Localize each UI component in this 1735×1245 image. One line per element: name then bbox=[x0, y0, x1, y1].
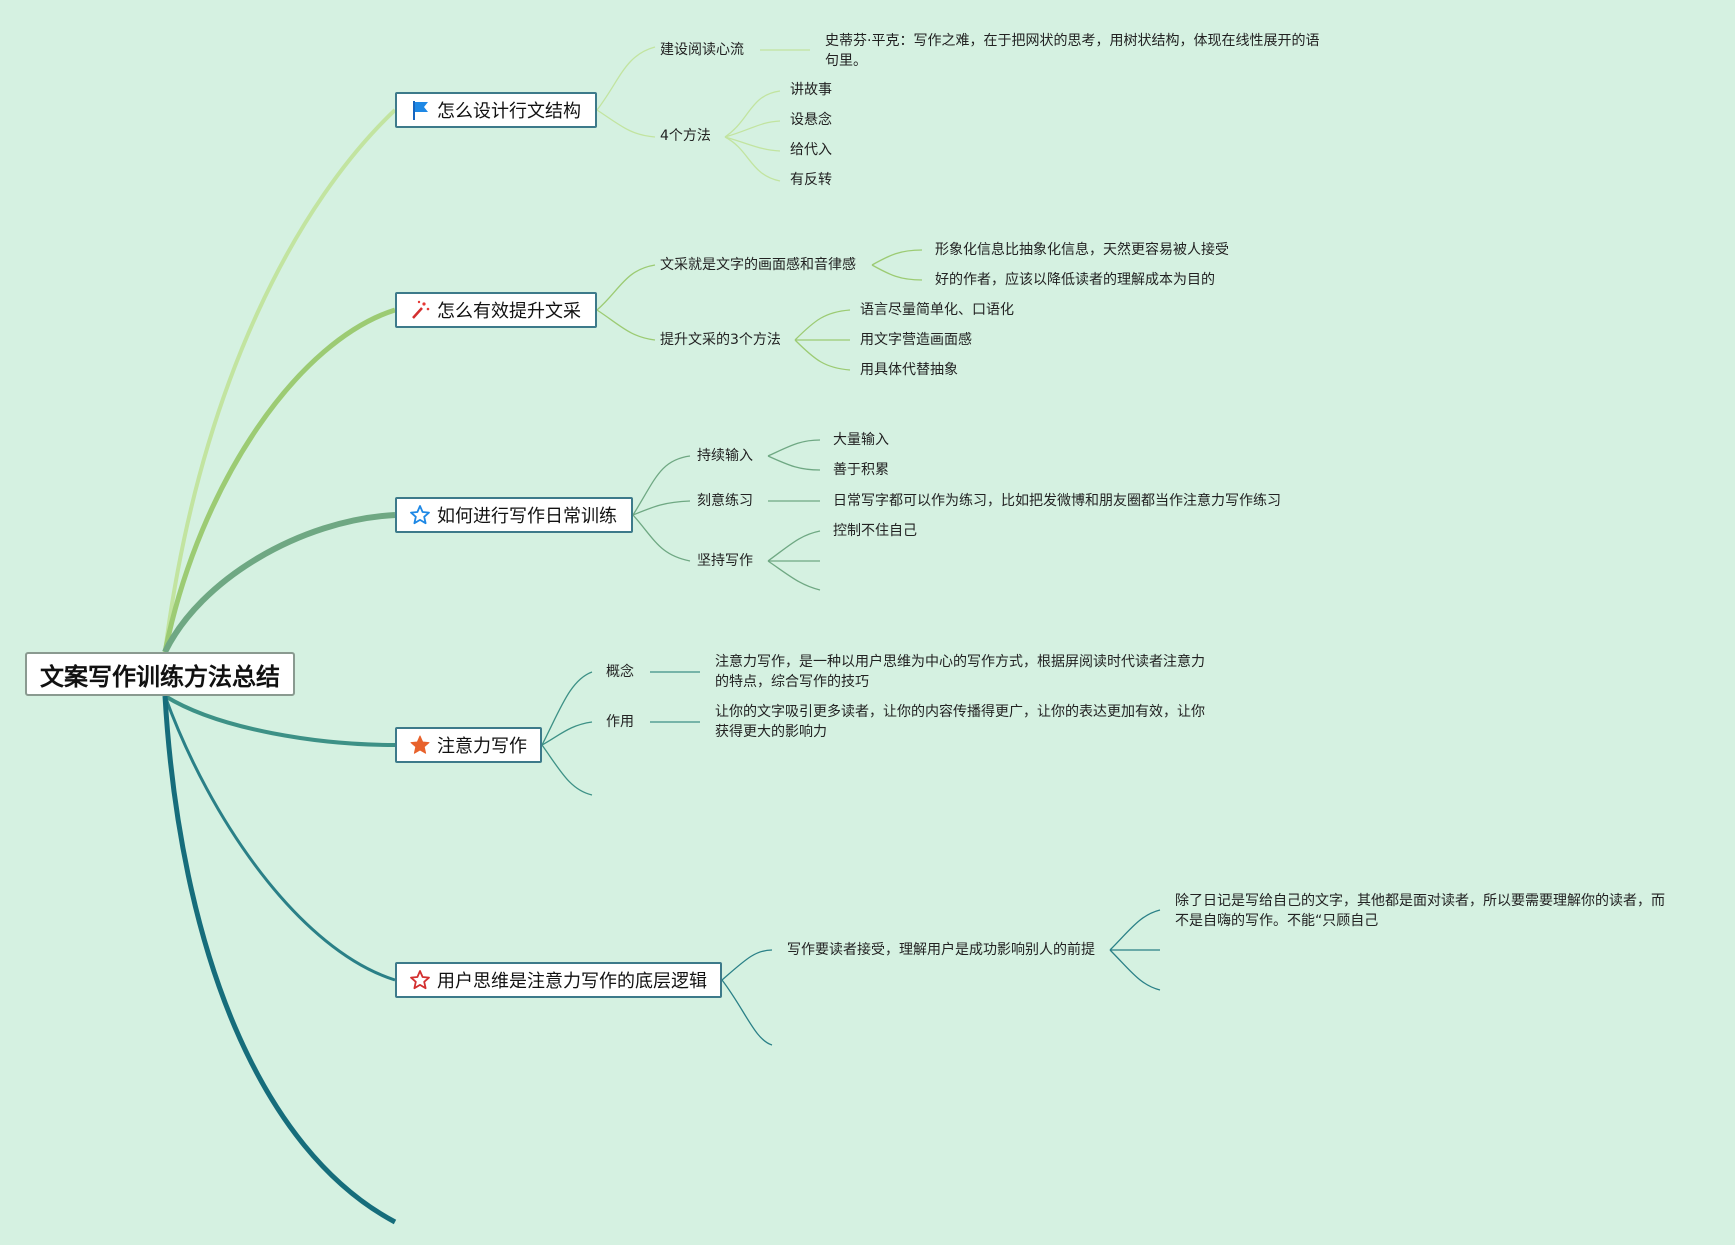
topic-good-author[interactable]: 好的作者，应该以降低读者的理解成本为目的 bbox=[935, 272, 1215, 288]
branch-label: 用户思维是注意力写作的底层逻辑 bbox=[437, 971, 707, 992]
topic-keep-writing[interactable]: 坚持写作 bbox=[697, 553, 753, 569]
topic-simple-language[interactable]: 语言尽量简单化、口语化 bbox=[860, 302, 1014, 318]
topic-daily-writing[interactable]: 日常写字都可以作为练习，比如把发微博和朋友圈都当作注意力写作练习 bbox=[833, 493, 1281, 509]
topic-effect[interactable]: 作用 bbox=[606, 714, 634, 730]
topic-immersion[interactable]: 给代入 bbox=[790, 142, 832, 158]
topic-concept-text[interactable]: 注意力写作，是一种以用户思维为中心的写作方式，根据屏阅读时代读者注意力的特点，综… bbox=[715, 654, 1205, 690]
topic-concrete[interactable]: 用具体代替抽象 bbox=[860, 362, 958, 378]
branch-literary-style[interactable]: 怎么有效提升文采 bbox=[395, 292, 597, 328]
flag-icon bbox=[413, 101, 428, 120]
topic-pinker-quote[interactable]: 史蒂芬·平克：写作之难，在于把网状的思考，用树状结构，体现在线性展开的语句里。 bbox=[825, 33, 1320, 69]
topic-concept[interactable]: 概念 bbox=[606, 664, 634, 680]
branch-label: 怎么有效提升文采 bbox=[437, 301, 581, 322]
topic-deliberate-practice[interactable]: 刻意练习 bbox=[697, 493, 753, 509]
branch-label: 如何进行写作日常训练 bbox=[437, 506, 617, 527]
topic-reader-understanding[interactable]: 除了日记是写给自己的文字，其他都是面对读者，所以要需要理解你的读者，而不是自嗨的… bbox=[1175, 893, 1665, 929]
topic-self-control[interactable]: 控制不住自己 bbox=[833, 523, 917, 539]
star-red-outline-icon bbox=[410, 970, 430, 990]
topic-accumulate[interactable]: 善于积累 bbox=[833, 462, 889, 478]
magic-wand-icon bbox=[412, 300, 430, 319]
star-outline-icon bbox=[410, 505, 430, 525]
branch-label: 怎么设计行文结构 bbox=[437, 101, 581, 122]
branch-attention-writing[interactable]: 注意力写作 bbox=[395, 727, 542, 763]
connector-root-b5 bbox=[163, 695, 396, 982]
topic-three-methods[interactable]: 提升文采的3个方法 bbox=[660, 332, 781, 348]
topic-four-methods[interactable]: 4个方法 bbox=[660, 128, 711, 144]
branch-user-thinking[interactable]: 用户思维是注意力写作的底层逻辑 bbox=[395, 962, 722, 998]
branch-daily-training[interactable]: 如何进行写作日常训练 bbox=[395, 497, 633, 533]
star-filled-icon bbox=[410, 735, 430, 754]
root-topic[interactable]: 文案写作训练方法总结 bbox=[25, 652, 295, 696]
topic-continuous-input[interactable]: 持续输入 bbox=[697, 448, 753, 464]
topic-imagery[interactable]: 用文字营造画面感 bbox=[860, 332, 972, 348]
connector-root-b1 bbox=[163, 108, 397, 653]
topic-effect-text[interactable]: 让你的文字吸引更多读者，让你的内容传播得更广，让你的表达更加有效，让你获得更大的… bbox=[715, 704, 1205, 740]
topic-suspense[interactable]: 设悬念 bbox=[790, 112, 832, 128]
topic-visual-info[interactable]: 形象化信息比抽象化信息，天然更容易被人接受 bbox=[935, 242, 1229, 258]
connector-root-b3 bbox=[162, 512, 396, 654]
connector-root-b2 bbox=[162, 307, 396, 653]
topic-twist[interactable]: 有反转 bbox=[790, 172, 832, 188]
topic-reader-acceptance[interactable]: 写作要读者接受，理解用户是成功影响别人的前提 bbox=[787, 942, 1095, 958]
branch-structure[interactable]: 怎么设计行文结构 bbox=[395, 92, 597, 128]
branch-label: 注意力写作 bbox=[437, 736, 527, 757]
topic-style-definition[interactable]: 文采就是文字的画面感和音律感 bbox=[660, 257, 856, 273]
topic-reading-flow[interactable]: 建设阅读心流 bbox=[660, 42, 744, 58]
topic-storytelling[interactable]: 讲故事 bbox=[790, 82, 832, 98]
connector-root-b4 bbox=[163, 694, 396, 747]
topic-massive-input[interactable]: 大量输入 bbox=[833, 432, 889, 448]
connector-root-b6 bbox=[162, 695, 397, 1225]
